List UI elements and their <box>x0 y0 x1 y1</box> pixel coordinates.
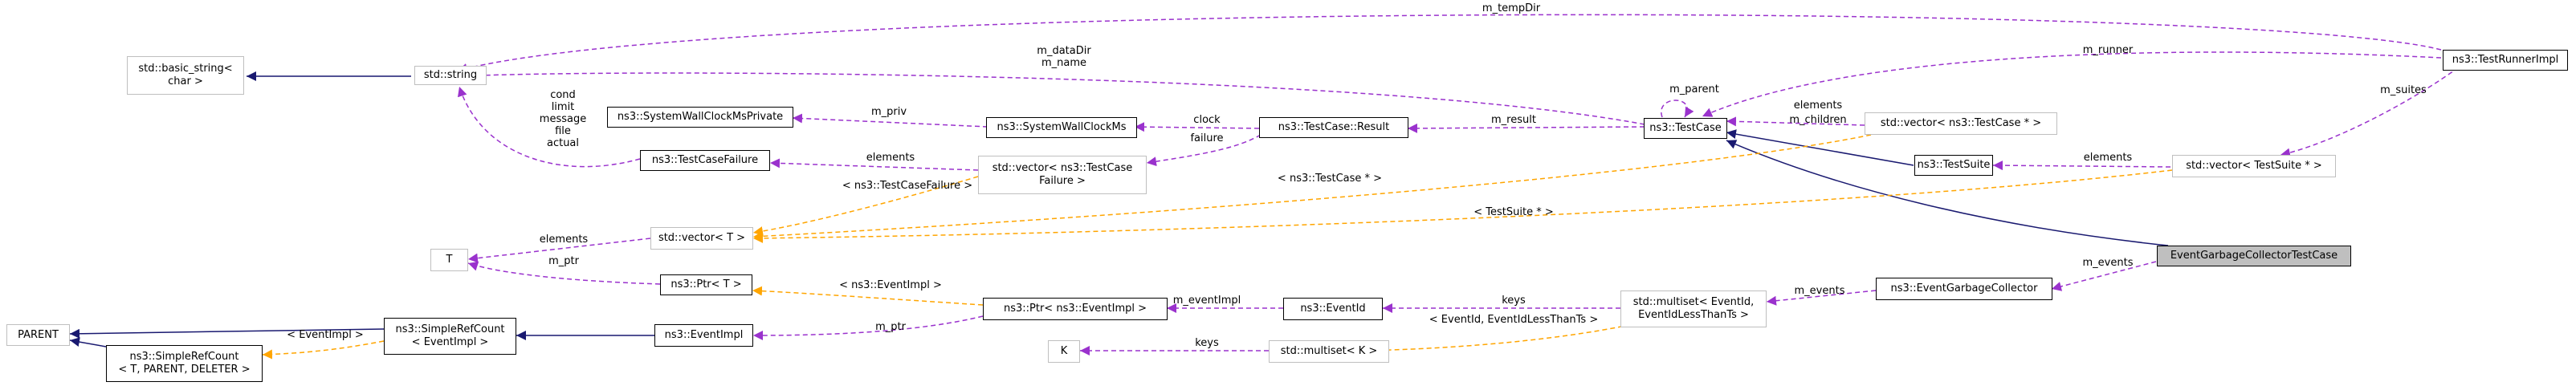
edge-clock-private <box>792 113 988 128</box>
node-system-wall-clock-private[interactable]: ns3::SystemWallClockMsPrivate <box>607 107 793 128</box>
node-test-case-failure[interactable]: ns3::TestCaseFailure <box>640 150 770 171</box>
node-test-case[interactable]: ns3::TestCase <box>1644 118 1727 139</box>
edge-tpl-testcase-ptr <box>752 134 1872 242</box>
node-system-wall-clock[interactable]: ns3::SystemWallClockMs <box>986 117 1137 138</box>
node-simple-ref-count-eventimpl[interactable]: ns3::SimpleRefCount < EventImpl > <box>384 318 516 355</box>
label-m-children: m_children <box>1789 114 1847 126</box>
node-std-string[interactable]: std::string <box>414 66 487 85</box>
label-m-events: m_events <box>2082 257 2134 269</box>
edge-eventgctc-testcase <box>1726 140 2169 246</box>
node-K[interactable]: K <box>1048 340 1080 363</box>
edge-failure-string <box>457 86 641 168</box>
edge-tpl-eventimpl-ref <box>262 340 385 360</box>
label-tpl-testcase-ptr: < ns3::TestCase * > <box>1277 173 1383 185</box>
edge-testsuite-testcase <box>1726 129 1914 166</box>
label-m-priv: m_priv <box>870 106 907 118</box>
node-test-suite[interactable]: ns3::TestSuite <box>1914 155 1993 176</box>
node-basic-string[interactable]: std::basic_string< char > <box>127 56 244 95</box>
edge-testcase-result <box>1407 123 1645 133</box>
edge-result-vectorfailure <box>1146 134 1262 167</box>
edge-simplerefcount-parent <box>69 328 385 339</box>
edge-tpl-testsuite-ptr <box>752 169 2173 243</box>
edge-vectorT-T <box>467 238 651 263</box>
node-event-gc[interactable]: ns3::EventGarbageCollector <box>1876 278 2052 300</box>
edge-ptr-eventimpl <box>752 315 984 340</box>
label-m-ptr-T: m_ptr <box>548 255 579 267</box>
label-elements-failure: elements <box>866 152 915 164</box>
edge-generic-parent <box>69 337 107 347</box>
node-simple-ref-count-generic[interactable]: ns3::SimpleRefCount < T, PARENT, DELETER… <box>106 345 263 382</box>
node-ptr-T[interactable]: ns3::Ptr< T > <box>660 274 752 295</box>
node-event-impl[interactable]: ns3::EventImpl <box>654 324 753 347</box>
edge-eventgctc-eventgc <box>2051 261 2157 291</box>
node-vector-testcase-ptr[interactable]: std::vector< ns3::TestCase * > <box>1865 112 2057 135</box>
node-test-case-result[interactable]: ns3::TestCase::Result <box>1259 117 1408 138</box>
edge-result-clock <box>1134 122 1260 132</box>
edge-vectorfailure-failure <box>769 158 979 171</box>
node-multiset-K[interactable]: std::multiset< K > <box>1269 340 1389 363</box>
label-m-eventimpl: m_eventImpl <box>1172 295 1241 307</box>
edge-tpl-eventimpl <box>752 286 984 306</box>
edge-tpl-testcasefailure <box>752 176 979 237</box>
label-m-suites: m_suites <box>2380 84 2427 96</box>
label-m-events-gc: m_events <box>1794 285 1845 297</box>
label-keys-eventid: keys <box>1502 295 1526 307</box>
label-tpl-eventimpl: < ns3::EventImpl > <box>839 279 942 291</box>
edge-testcase-self-parent <box>1661 100 1694 118</box>
node-test-runner-impl[interactable]: ns3::TestRunnerImpl <box>2443 50 2568 71</box>
edge-runner-vector-suite <box>2280 62 2466 158</box>
label-m-runner: m_runner <box>2082 44 2134 56</box>
edge-runner-string-tempdir <box>457 14 2442 73</box>
label-m-datadir-m-name: m_dataDir m_name <box>1037 45 1091 69</box>
label-elements-testcase: elements <box>1793 100 1843 112</box>
edge-tpl-multiset-K <box>1362 319 1655 356</box>
node-vector-testsuite-ptr[interactable]: std::vector< TestSuite * > <box>2172 155 2336 177</box>
label-m-tempdir: m_tempDir <box>1482 2 1541 14</box>
label-keys-K: keys <box>1195 337 1219 349</box>
label-failure: failure <box>1190 132 1224 144</box>
label-tpl-eventid-less: < EventId, EventIdLessThanTs > <box>1429 314 1599 326</box>
node-parent[interactable]: PARENT <box>6 324 70 346</box>
node-vector-T[interactable]: std::vector< T > <box>650 227 753 250</box>
label-m-result: m_result <box>1491 114 1536 126</box>
label-tpl-testsuite-ptr: < TestSuite * > <box>1473 206 1554 218</box>
label-failure-members: cond limit message file actual <box>539 89 587 149</box>
label-m-parent: m_parent <box>1669 83 1719 95</box>
node-ptr-eventimpl[interactable]: ns3::Ptr< ns3::EventImpl > <box>983 298 1168 320</box>
node-event-id[interactable]: ns3::EventId <box>1283 298 1383 320</box>
edge-testcase-string <box>457 71 1645 125</box>
label-tpl-testcasefailure: < ns3::TestCaseFailure > <box>842 180 973 192</box>
node-T[interactable]: T <box>430 249 468 271</box>
label-clock: clock <box>1193 114 1221 126</box>
edge-eventgc-multiset <box>1766 290 1877 306</box>
edge-vectorsuite-testsuite <box>1992 160 2171 171</box>
label-elements-T: elements <box>539 234 589 246</box>
label-elements-suite: elements <box>2083 152 2133 164</box>
label-m-ptr-eventimpl: m_ptr <box>875 321 906 333</box>
edge-ptrT-T <box>467 261 661 285</box>
edge-runner-testcase <box>1702 51 2442 117</box>
edge-vector-testcase <box>1726 116 1865 127</box>
node-event-gc-testcase[interactable]: EventGarbageCollectorTestCase <box>2157 246 2351 266</box>
label-tpl-eventimpl-ref: < EventImpl > <box>287 329 364 341</box>
node-multiset-eventid[interactable]: std::multiset< EventId, EventIdLessThanT… <box>1620 291 1767 327</box>
node-vector-testcasefailure[interactable]: std::vector< ns3::TestCase Failure > <box>978 156 1147 194</box>
